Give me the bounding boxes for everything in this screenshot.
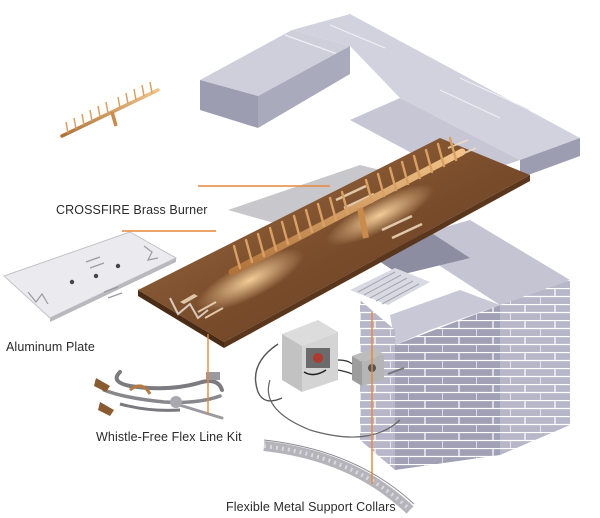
burner-pan: [138, 138, 530, 348]
top-cap: [200, 14, 580, 180]
leader-lines: [122, 185, 373, 484]
control-box: [254, 320, 405, 438]
label-flex-line-kit: Whistle-Free Flex Line Kit: [96, 430, 242, 444]
label-aluminum-plate: Aluminum Plate: [6, 340, 95, 354]
inner-channel: [350, 268, 430, 305]
label-crossfire-brass-burner: CROSSFIRE Brass Burner: [56, 203, 208, 217]
support-collar: [263, 439, 415, 514]
aluminum-plate: [3, 231, 178, 322]
flex-line-kit: [94, 370, 224, 420]
brass-burner-main: [228, 136, 466, 276]
label-support-collars: Flexible Metal Support Collars: [226, 500, 396, 514]
brass-burner-small: [60, 81, 160, 138]
